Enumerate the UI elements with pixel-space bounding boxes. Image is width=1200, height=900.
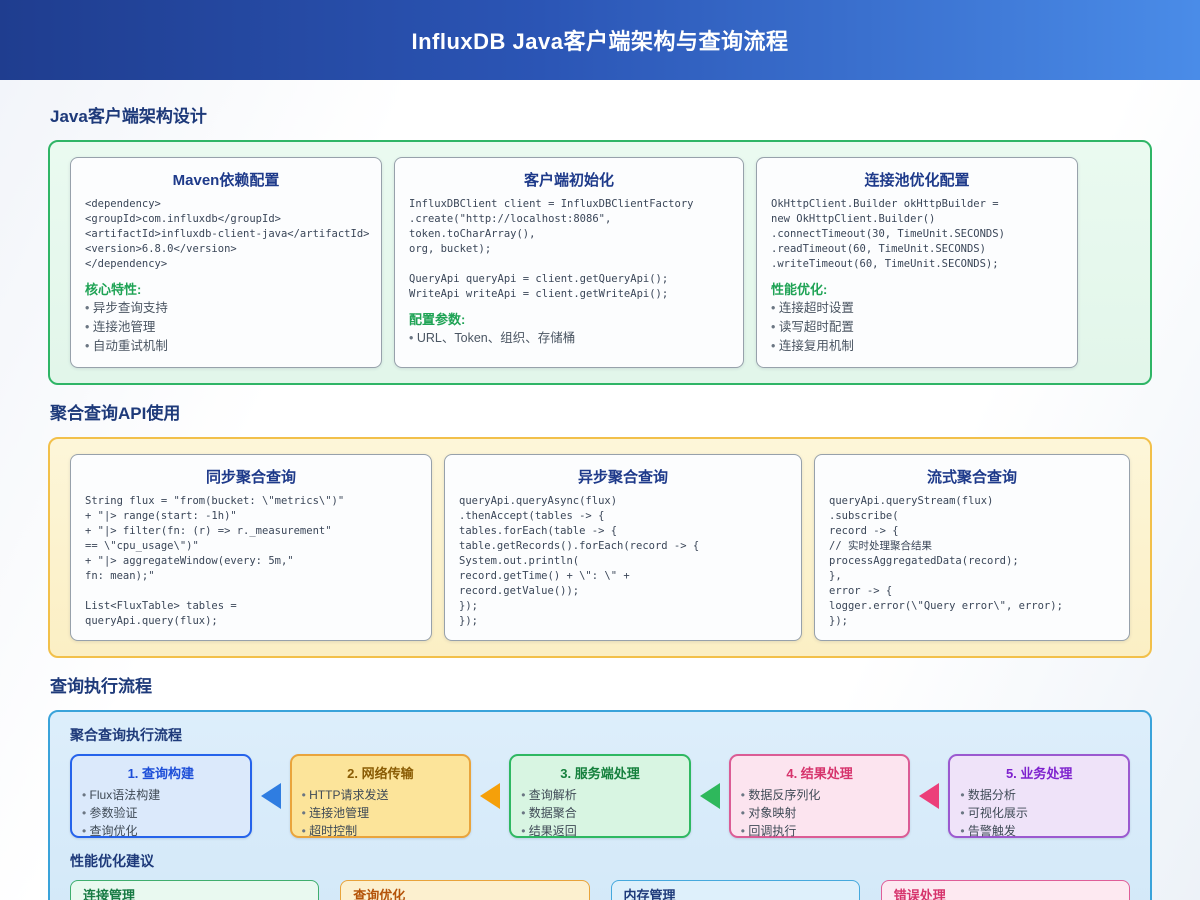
- feature-item: 连接超时设置: [771, 299, 1063, 318]
- section-heading-flow: 查询执行流程: [50, 677, 152, 696]
- card-title-stream-query: 流式聚合查询: [926, 469, 1017, 486]
- code-async-query: queryApi.queryAsync(flux) .thenAccept(ta…: [459, 495, 700, 627]
- left-arrow-icon: [480, 783, 501, 809]
- flow-step-result: 4. 结果处理 数据反序列化 对象映射 回调执行: [728, 754, 911, 840]
- page-title: InfluxDB Java客户端架构与查询流程: [411, 29, 789, 54]
- left-arrow-icon: [919, 783, 940, 809]
- label-core-features: 核心特性:: [85, 282, 142, 297]
- tips-heading: 性能优化建议: [70, 853, 154, 869]
- step-item: 回调执行: [741, 822, 899, 840]
- aggregation-panel: 同步聚合查询 String flux = "from(bucket: \"met…: [48, 437, 1152, 658]
- step-item: 参数验证: [82, 804, 240, 822]
- step-title: 3. 服务端处理: [560, 766, 640, 781]
- flow-step-network: 2. 网络传输 HTTP请求发送 连接池管理 超时控制: [289, 754, 472, 840]
- card-title-sync-query: 同步聚合查询: [205, 469, 296, 486]
- card-async-query: 异步聚合查询 queryApi.queryAsync(flux) .thenAc…: [444, 454, 802, 641]
- feature-item: 连接复用机制: [771, 337, 1063, 356]
- tips-row: 连接管理 • 复用连接池 • 合理设置超时 查询优化 • 使用异步查询 • 限制…: [70, 880, 1130, 900]
- flow-step-server: 3. 服务端处理 查询解析 数据聚合 结果返回: [509, 754, 691, 838]
- flow-step-business: 5. 业务处理 数据分析 可视化展示 告警触发: [948, 754, 1130, 838]
- flow-subheading: 聚合查询执行流程: [70, 727, 182, 743]
- left-arrow-icon: [699, 783, 720, 809]
- step-item: 对象映射: [741, 804, 899, 822]
- tip-title: 错误处理: [893, 888, 946, 900]
- card-stream-query: 流式聚合查询 queryApi.queryStream(flux) .subsc…: [814, 454, 1130, 641]
- step-item: 连接池管理: [302, 804, 460, 822]
- step-item: 结果返回: [521, 822, 679, 840]
- tip-title: 查询优化: [353, 888, 406, 900]
- flow-steps-row: 1. 查询构建 Flux语法构建 参数验证 查询优化 2. 网络传输 HTTP请…: [70, 754, 1130, 838]
- label-config-params: 配置参数:: [409, 312, 466, 327]
- card-maven-config: Maven依赖配置 <dependency> <groupId>com.infl…: [70, 157, 382, 368]
- section-heading-aggregation: 聚合查询API使用: [50, 404, 181, 423]
- label-performance: 性能优化:: [771, 282, 828, 297]
- flow-panel: 聚合查询执行流程 1. 查询构建 Flux语法构建 参数验证 查询优化 2. 网…: [48, 710, 1152, 900]
- page-header: InfluxDB Java客户端架构与查询流程: [0, 0, 1200, 80]
- step-item: 超时控制: [302, 822, 460, 840]
- step-title: 2. 网络传输: [347, 766, 414, 781]
- tip-query-optimization: 查询优化 • 使用异步查询 • 限制结果集大小: [340, 880, 590, 900]
- code-sync-query: String flux = "from(bucket: \"metrics\")…: [85, 495, 345, 627]
- code-client-init: InfluxDBClient client = InfluxDBClientFa…: [409, 198, 694, 300]
- feature-item: URL、Token、组织、存储桶: [409, 329, 729, 348]
- left-arrow-icon: [260, 783, 281, 809]
- code-maven-dependency: <dependency> <groupId>com.influxdb</grou…: [85, 198, 370, 270]
- tip-error-handling: 错误处理 • 重试机制 • 异常监控: [880, 880, 1130, 900]
- step-item: 查询解析: [521, 786, 679, 804]
- step-title: 4. 结果处理: [786, 766, 853, 781]
- card-title-maven: Maven依赖配置: [172, 172, 280, 189]
- step-item: 查询优化: [82, 822, 240, 840]
- card-sync-query: 同步聚合查询 String flux = "from(bucket: \"met…: [70, 454, 432, 641]
- flow-step-query-build: 1. 查询构建 Flux语法构建 参数验证 查询优化: [70, 754, 252, 838]
- tip-memory-management: 内存管理 • 流式处理大数据 • 及时释放资源: [610, 880, 860, 900]
- feature-item: 读写超时配置: [771, 318, 1063, 337]
- section-heading-architecture: Java客户端架构设计: [50, 107, 207, 126]
- step-title: 5. 业务处理: [1005, 766, 1073, 781]
- code-stream-query: queryApi.queryStream(flux) .subscribe( r…: [829, 495, 1063, 627]
- step-item: Flux语法构建: [82, 786, 240, 804]
- code-okhttp-builder: OkHttpClient.Builder okHttpBuilder = new…: [771, 198, 1005, 270]
- card-title-connection-pool: 连接池优化配置: [864, 172, 970, 189]
- step-item: 告警触发: [960, 822, 1118, 840]
- step-item: 数据分析: [960, 786, 1118, 804]
- step-item: 数据反序列化: [741, 786, 899, 804]
- step-item: 数据聚合: [521, 804, 679, 822]
- architecture-panel: Maven依赖配置 <dependency> <groupId>com.infl…: [48, 140, 1152, 385]
- step-title: 1. 查询构建: [127, 766, 195, 781]
- tip-title: 连接管理: [83, 888, 136, 900]
- feature-item: 连接池管理: [85, 318, 367, 337]
- card-title-client-init: 客户端初始化: [523, 172, 614, 189]
- step-item: 可视化展示: [960, 804, 1118, 822]
- feature-item: 异步查询支持: [85, 299, 367, 318]
- feature-item: 自动重试机制: [85, 337, 367, 356]
- card-title-async-query: 异步聚合查询: [577, 469, 668, 486]
- card-client-init: 客户端初始化 InfluxDBClient client = InfluxDBC…: [394, 157, 744, 368]
- content: Java客户端架构设计 Maven依赖配置 <dependency> <grou…: [0, 80, 1200, 900]
- tip-connection-management: 连接管理 • 复用连接池 • 合理设置超时: [70, 880, 320, 900]
- card-connection-pool: 连接池优化配置 OkHttpClient.Builder okHttpBuild…: [756, 157, 1078, 368]
- step-item: HTTP请求发送: [302, 786, 460, 804]
- tip-title: 内存管理: [623, 888, 676, 900]
